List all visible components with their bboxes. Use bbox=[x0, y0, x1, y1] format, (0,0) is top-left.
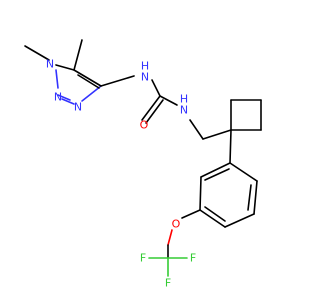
n-methyl-bond bbox=[24, 45, 50, 61]
c4-nh-bond bbox=[100, 75, 135, 87]
benzene-bond-3 bbox=[224, 213, 255, 228]
ether-oxygen-label: O bbox=[172, 218, 181, 231]
ring-bond-n2-n3 bbox=[61, 98, 75, 105]
benzene-inner-bond-6 bbox=[204, 168, 230, 181]
benzene-inner-bond-4 bbox=[204, 206, 226, 222]
ring-bond-n3-c4 bbox=[81, 85, 102, 102]
benzene-bond-2 bbox=[253, 180, 258, 215]
c5-methyl-bond bbox=[73, 39, 83, 71]
triazole-n3-label: N bbox=[74, 101, 82, 114]
urea-h-top-label: H bbox=[141, 60, 149, 73]
trifluoromethoxy-group bbox=[148, 209, 201, 277]
urea-linker bbox=[100, 75, 232, 140]
triazole-n2-label: N bbox=[54, 91, 62, 104]
ring-bond-n1-c5 bbox=[55, 64, 75, 71]
triazole-ring bbox=[24, 39, 102, 105]
benzene-ring bbox=[199, 162, 258, 228]
ring-bond-n2-n3-double bbox=[57, 94, 71, 101]
ring-bond-c5-c4-double bbox=[77, 74, 100, 89]
triazole-n1-label: N bbox=[46, 58, 54, 71]
carbonyl-bond-2 bbox=[145, 99, 164, 124]
benzene-bond-1 bbox=[229, 162, 258, 182]
benzene-bond-5 bbox=[199, 176, 202, 211]
cyclobutyl-phenyl-bond bbox=[229, 129, 232, 164]
structure-diagram: N N N N H O N H O F F F bbox=[24, 39, 262, 290]
fluorine-left-label: F bbox=[140, 252, 146, 265]
ring-bond-c5-c4 bbox=[73, 69, 102, 87]
fluorine-bottom-label: F bbox=[165, 277, 171, 290]
fluorine-right-label: F bbox=[190, 252, 196, 265]
oxygen-cf3-bond bbox=[167, 229, 173, 246]
benzene-inner-bond-2 bbox=[247, 184, 252, 211]
aryl-oxygen-bond bbox=[181, 209, 201, 219]
molecule-canvas: N N N N H O N H O F F F bbox=[24, 39, 262, 290]
ch2-cyclobutyl-bond bbox=[202, 129, 232, 140]
benzene-bond-6 bbox=[200, 162, 231, 178]
ring-bond-n1-n2 bbox=[55, 69, 59, 89]
cyclobutane-ring bbox=[229, 99, 262, 164]
nh-carbonyl-bond bbox=[151, 79, 161, 97]
benzene-bond-4 bbox=[199, 209, 226, 228]
carbonyl-bond-1 bbox=[141, 95, 161, 121]
carbonyl-nh-bond bbox=[159, 95, 178, 106]
nh-ch2-bond bbox=[189, 119, 204, 140]
urea-nh-top-label: N bbox=[141, 71, 149, 84]
urea-h-right-label: H bbox=[180, 93, 188, 106]
carbonyl-oxygen-label: O bbox=[140, 119, 149, 132]
urea-nh-right-label: N bbox=[180, 104, 188, 117]
